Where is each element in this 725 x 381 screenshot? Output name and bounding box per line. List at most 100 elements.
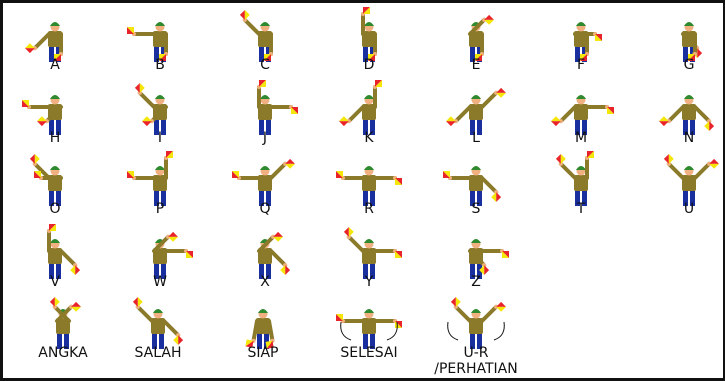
arm-left	[338, 105, 365, 127]
flag-right	[36, 116, 47, 127]
flag-right	[34, 171, 41, 178]
flag-right	[395, 178, 402, 185]
sign-siap: SIAP	[213, 298, 313, 370]
sign-illustration	[24, 22, 63, 62]
sign-e: E	[426, 11, 526, 83]
flag-right	[580, 54, 587, 61]
sign-illustration	[232, 158, 296, 206]
sign-label: J	[262, 130, 268, 146]
sign-label: U	[683, 201, 695, 217]
flag-right	[141, 116, 152, 127]
sign-k: K	[319, 80, 419, 156]
flag-left	[343, 226, 354, 237]
arm-left	[336, 314, 365, 323]
semaphore-figure	[153, 22, 167, 62]
arm-left	[239, 9, 261, 36]
flag-left	[336, 314, 343, 321]
arm-right	[480, 249, 509, 258]
sign-salah: SALAH	[108, 296, 208, 370]
arm-right	[373, 249, 402, 258]
arm-right	[475, 32, 484, 61]
arm-right	[373, 80, 382, 109]
arm-left	[468, 249, 490, 276]
flag-right	[166, 151, 173, 158]
flag-right	[375, 80, 382, 87]
arm-left	[445, 105, 472, 127]
arm-right	[373, 176, 402, 185]
arm-right	[265, 319, 275, 349]
flag-left	[550, 116, 561, 127]
arm-right	[480, 301, 507, 323]
sign-n: N	[639, 84, 725, 156]
flag-left	[259, 80, 266, 87]
arm-right	[368, 32, 377, 61]
flag-right	[70, 265, 81, 276]
sign-r: R	[319, 155, 419, 227]
sign-label: SALAH	[134, 345, 182, 361]
semaphore-figure	[362, 95, 376, 135]
sign-label: U-R /PERHATIAN	[434, 345, 518, 377]
flag-right	[688, 54, 695, 61]
arm-left	[257, 80, 266, 109]
flag-left	[71, 301, 82, 312]
arm-right	[159, 32, 168, 61]
sign-illustration	[468, 239, 509, 279]
arm-left	[555, 153, 577, 180]
semaphore-figure	[48, 22, 62, 62]
flag-left	[595, 34, 602, 41]
arm-right	[585, 151, 594, 180]
sign-illustration	[336, 309, 402, 349]
sign-z: Z	[426, 228, 526, 300]
sign-label: G	[683, 57, 695, 73]
flag-right	[475, 54, 482, 61]
sign-illustration	[127, 22, 168, 62]
arm-right	[269, 158, 296, 180]
flag-left	[663, 153, 674, 164]
flag-left	[49, 224, 56, 231]
sign-illustration	[29, 153, 63, 206]
semaphore-figure	[469, 309, 483, 349]
sign-illustration	[550, 95, 614, 135]
arm-left	[343, 226, 365, 253]
sign-j: J	[215, 80, 315, 156]
sign-illustration	[22, 95, 63, 135]
sign-illustration	[152, 231, 193, 279]
semaphore-figure	[362, 166, 376, 206]
sign-c: C	[215, 9, 315, 83]
sign-l: L	[426, 84, 526, 156]
flag-left	[232, 171, 239, 178]
flag-right	[502, 251, 509, 258]
sign-g: G	[639, 11, 725, 83]
semaphore-figure	[574, 166, 588, 206]
flag-left	[338, 116, 349, 127]
semaphore-figure	[682, 166, 696, 206]
arm-left	[47, 224, 56, 253]
flag-right	[291, 107, 298, 114]
flag-right	[496, 301, 507, 312]
sign-illustration	[343, 226, 402, 279]
sign-label: Z	[471, 274, 481, 290]
arm-left	[127, 171, 156, 180]
flag-left	[450, 296, 461, 307]
sign-label: F	[576, 57, 586, 73]
sign-illustration	[468, 14, 495, 62]
sign-label: S	[471, 201, 481, 217]
flag-left	[132, 296, 143, 307]
sign-illustration	[239, 9, 273, 62]
flag-left	[445, 116, 456, 127]
sign-illustration	[134, 82, 168, 135]
flag-left	[484, 14, 495, 25]
sign-illustration	[132, 296, 184, 349]
sign-illustration	[336, 166, 402, 206]
flag-left	[245, 339, 254, 348]
flag-right	[280, 265, 291, 276]
flag-right	[491, 192, 502, 203]
flag-right	[395, 321, 402, 328]
arm-right	[693, 105, 715, 132]
sign-illustration	[127, 151, 173, 206]
arm-right	[36, 105, 63, 127]
arm-left	[468, 14, 495, 36]
sign-illustration	[257, 80, 298, 135]
arm-left	[22, 100, 51, 109]
flag-right	[368, 54, 375, 61]
